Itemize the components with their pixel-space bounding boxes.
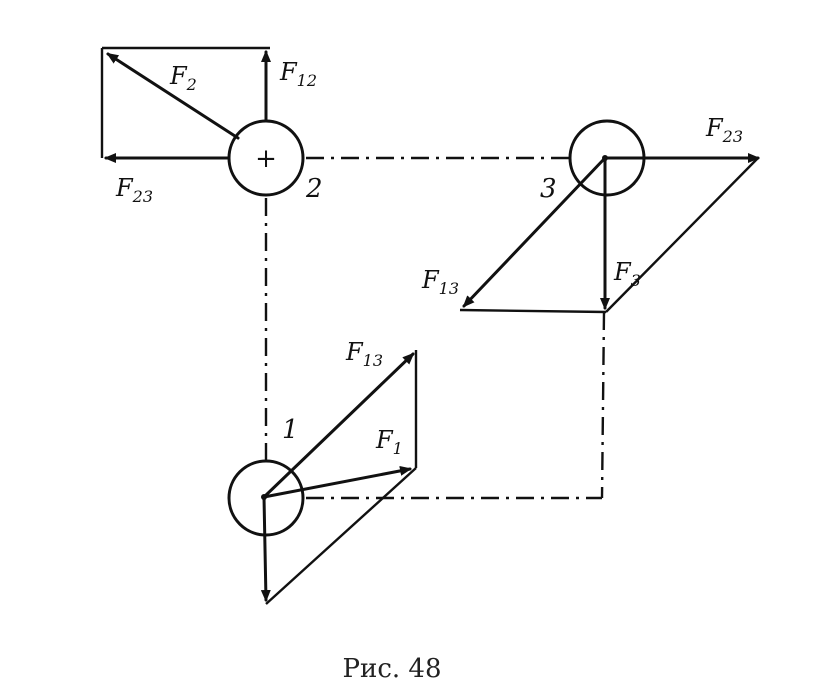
label-f3: F3 <box>613 258 641 290</box>
f13-right-arrow <box>462 156 607 308</box>
f1-arrow <box>262 465 412 499</box>
parallelogram-lower-diagonal <box>265 467 417 605</box>
label-f23-right: F23 <box>705 114 743 146</box>
label-f23-left: F23 <box>115 174 153 206</box>
f13-bottom-arrow <box>262 352 415 499</box>
charge-2: + 2 <box>227 119 323 204</box>
charge-1-force-construction <box>260 350 418 605</box>
charge-2-force-construction <box>100 46 271 163</box>
label-f1: F1 <box>375 426 403 458</box>
parallelogram-bottom-edge <box>459 308 607 314</box>
label-f13-right: F13 <box>421 266 459 298</box>
label-f13-bottom: F13 <box>345 338 383 370</box>
label-f2: F2 <box>169 62 197 94</box>
f23-down-arrow <box>260 495 271 602</box>
charge-1-label: 1 <box>282 415 299 445</box>
figure-caption: Рис. 48 <box>343 654 442 684</box>
charge-3: 3 <box>540 119 646 204</box>
connector-line-3-down <box>600 311 606 499</box>
charge-3-label: 3 <box>540 174 557 204</box>
charge-2-symbol: + <box>255 144 277 174</box>
f2-arrow <box>106 52 240 140</box>
charge-3-force-construction <box>459 153 760 314</box>
label-f12: F12 <box>279 58 317 90</box>
parallelogram-right-edge <box>605 157 759 313</box>
charge-2-label: 2 <box>305 174 323 204</box>
